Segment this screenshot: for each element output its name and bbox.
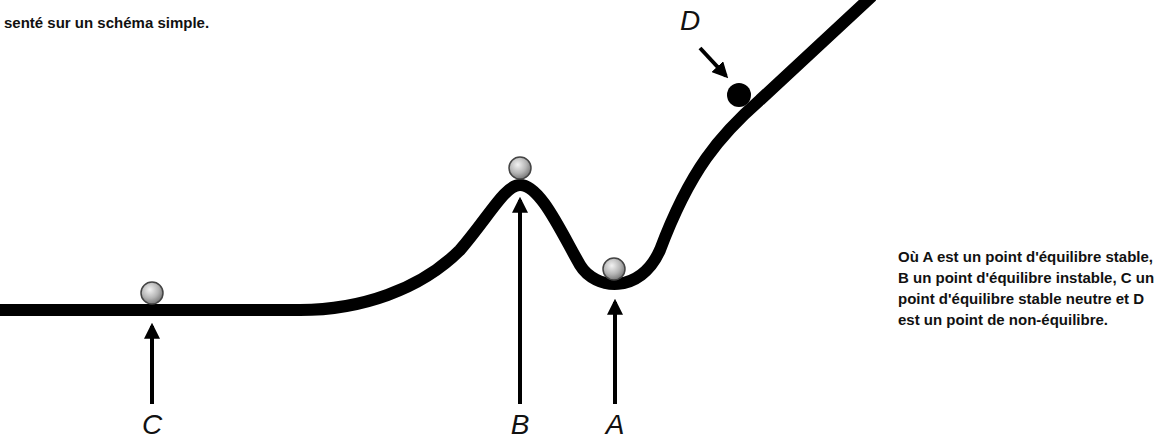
- track-curve: [0, 0, 872, 310]
- ball-c: [141, 282, 163, 304]
- ball-d: [727, 83, 751, 107]
- heading-fragment: senté sur un schéma simple.: [4, 12, 404, 33]
- point-letter: C: [142, 410, 162, 440]
- ball-a: [603, 258, 625, 280]
- point-letter: B: [511, 410, 530, 440]
- pointer-arrow-c: [150, 326, 154, 404]
- pointer-arrow-a: [613, 302, 617, 404]
- explanation-note: Où A est un point d'équilibre stable, B …: [898, 246, 1156, 330]
- point-letter: D: [680, 6, 700, 36]
- pointer-arrow-b: [518, 200, 522, 404]
- pointer-arrow-d: [700, 48, 726, 76]
- point-letter: A: [606, 410, 625, 440]
- ball-b: [509, 157, 531, 179]
